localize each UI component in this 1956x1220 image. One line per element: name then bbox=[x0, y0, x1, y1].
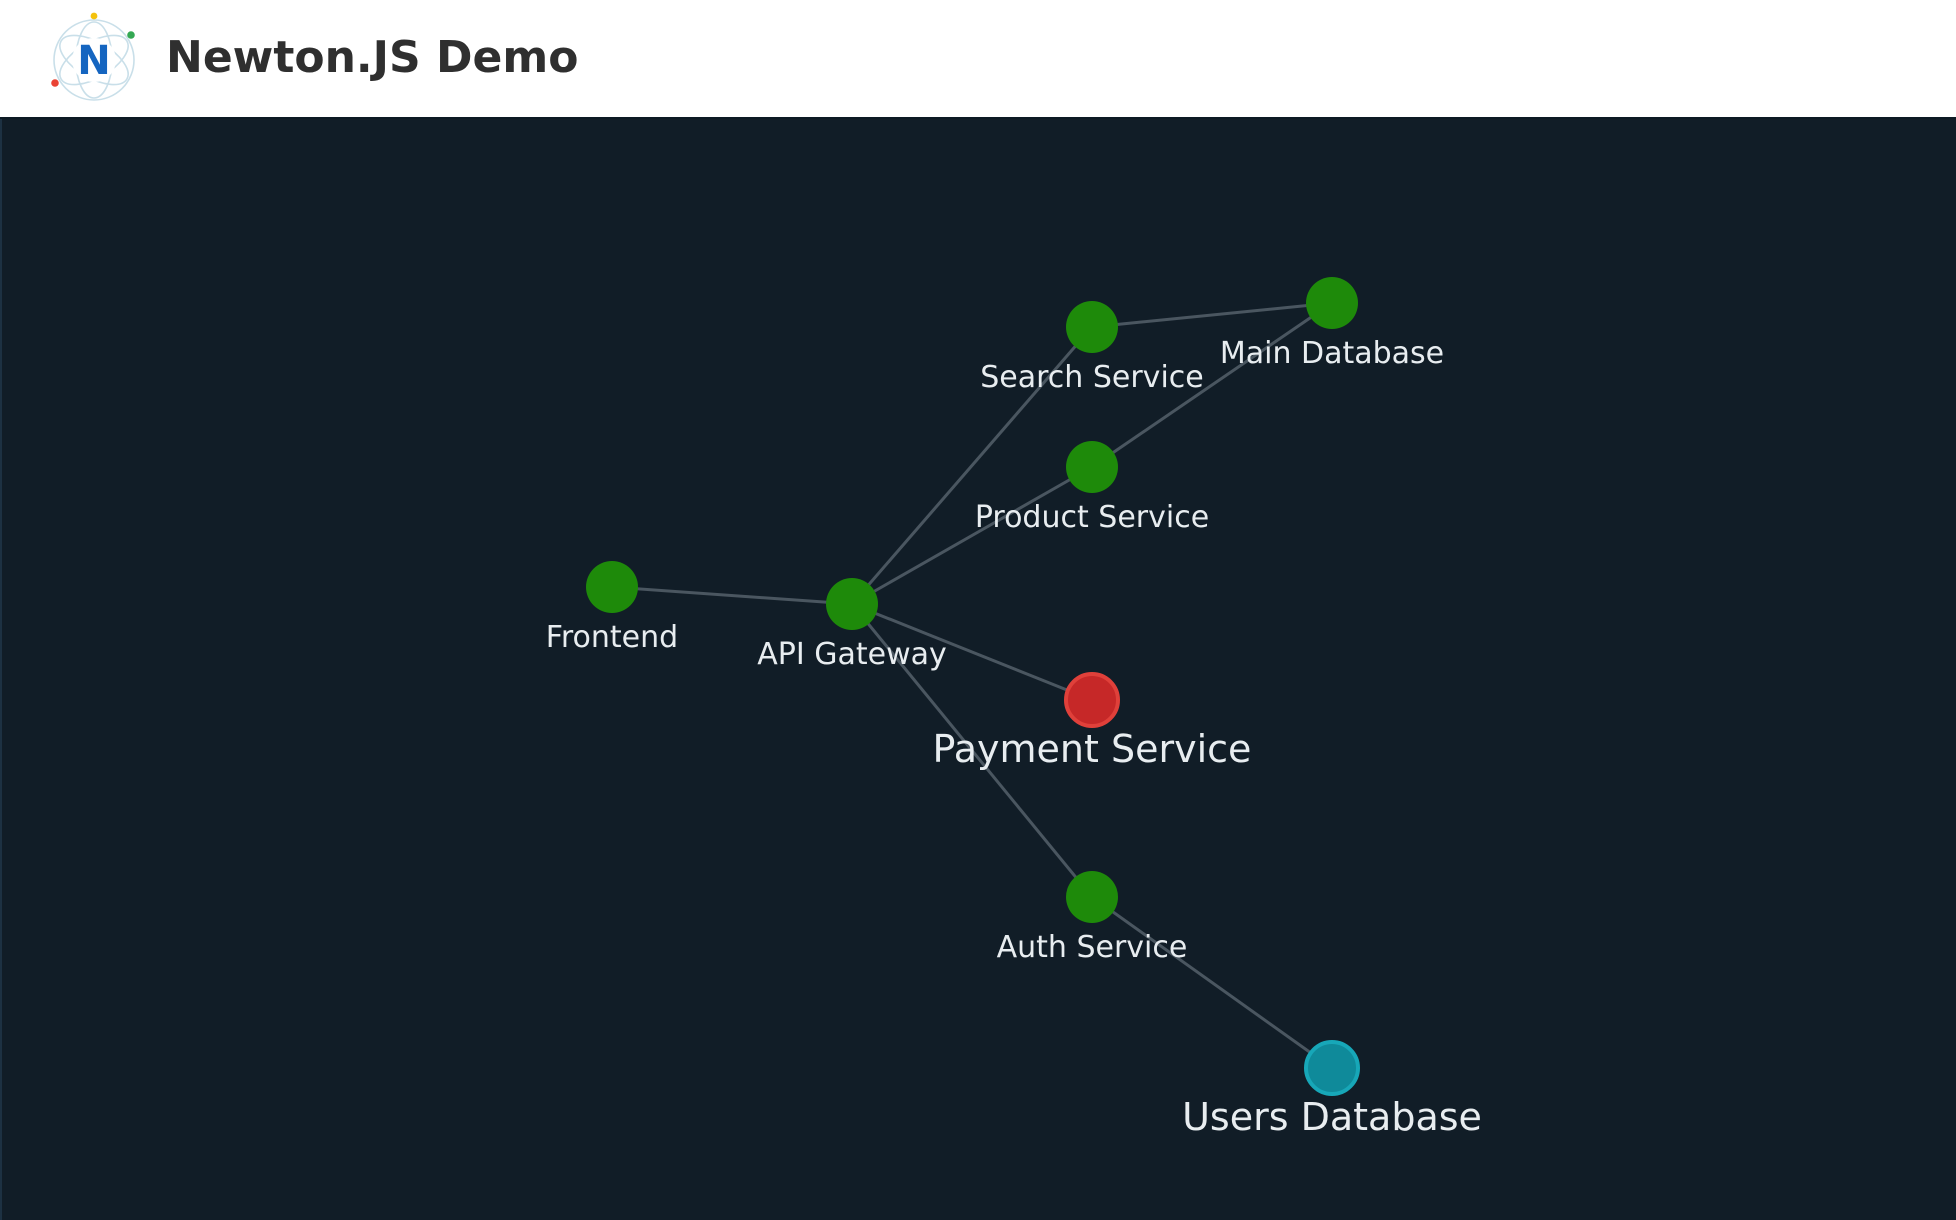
logo-letter: N bbox=[77, 38, 110, 84]
node-label-auth-service: Auth Service bbox=[997, 930, 1188, 965]
edge-api-gateway-to-search-service bbox=[850, 326, 1094, 605]
edge-api-gateway-to-product-service bbox=[851, 465, 1093, 606]
node-frontend[interactable]: Frontend bbox=[546, 561, 678, 655]
graph-canvas[interactable] bbox=[0, 119, 1956, 1220]
node-circle-payment-service[interactable] bbox=[1064, 672, 1120, 728]
node-auth-service[interactable]: Auth Service bbox=[997, 871, 1188, 965]
node-label-frontend: Frontend bbox=[546, 620, 678, 655]
edge-product-service-to-main-database bbox=[1091, 301, 1333, 469]
node-circle-auth-service[interactable] bbox=[1066, 871, 1118, 923]
node-label-main-database: Main Database bbox=[1220, 336, 1444, 371]
app-header: N Newton.JS Demo bbox=[0, 0, 1956, 119]
node-payment-service[interactable]: Payment Service bbox=[933, 672, 1252, 771]
node-label-payment-service: Payment Service bbox=[933, 727, 1252, 771]
node-users-database[interactable]: Users Database bbox=[1182, 1040, 1482, 1139]
node-circle-frontend[interactable] bbox=[586, 561, 638, 613]
node-circle-search-service[interactable] bbox=[1066, 301, 1118, 353]
node-main-database[interactable]: Main Database bbox=[1220, 277, 1444, 371]
node-circle-main-database[interactable] bbox=[1306, 277, 1358, 329]
node-label-api-gateway: API Gateway bbox=[757, 637, 947, 672]
node-circle-api-gateway[interactable] bbox=[826, 578, 878, 630]
edge-auth-service-to-users-database bbox=[1091, 895, 1333, 1070]
app-title: Newton.JS Demo bbox=[166, 32, 579, 83]
node-product-service[interactable]: Product Service bbox=[975, 441, 1209, 535]
node-api-gateway[interactable]: API Gateway bbox=[757, 578, 947, 672]
node-circle-product-service[interactable] bbox=[1066, 441, 1118, 493]
node-label-users-database: Users Database bbox=[1182, 1095, 1482, 1139]
edge-api-gateway-to-payment-service bbox=[851, 602, 1093, 702]
edge-frontend-to-api-gateway bbox=[611, 585, 853, 606]
newton-logo-icon: N bbox=[51, 12, 135, 101]
edge-search-service-to-main-database bbox=[1091, 301, 1333, 329]
node-search-service[interactable]: Search Service bbox=[980, 301, 1204, 395]
node-circle-users-database[interactable] bbox=[1304, 1040, 1360, 1096]
node-label-product-service: Product Service bbox=[975, 500, 1209, 535]
node-label-search-service: Search Service bbox=[980, 360, 1203, 395]
edge-api-gateway-to-auth-service bbox=[850, 603, 1094, 898]
